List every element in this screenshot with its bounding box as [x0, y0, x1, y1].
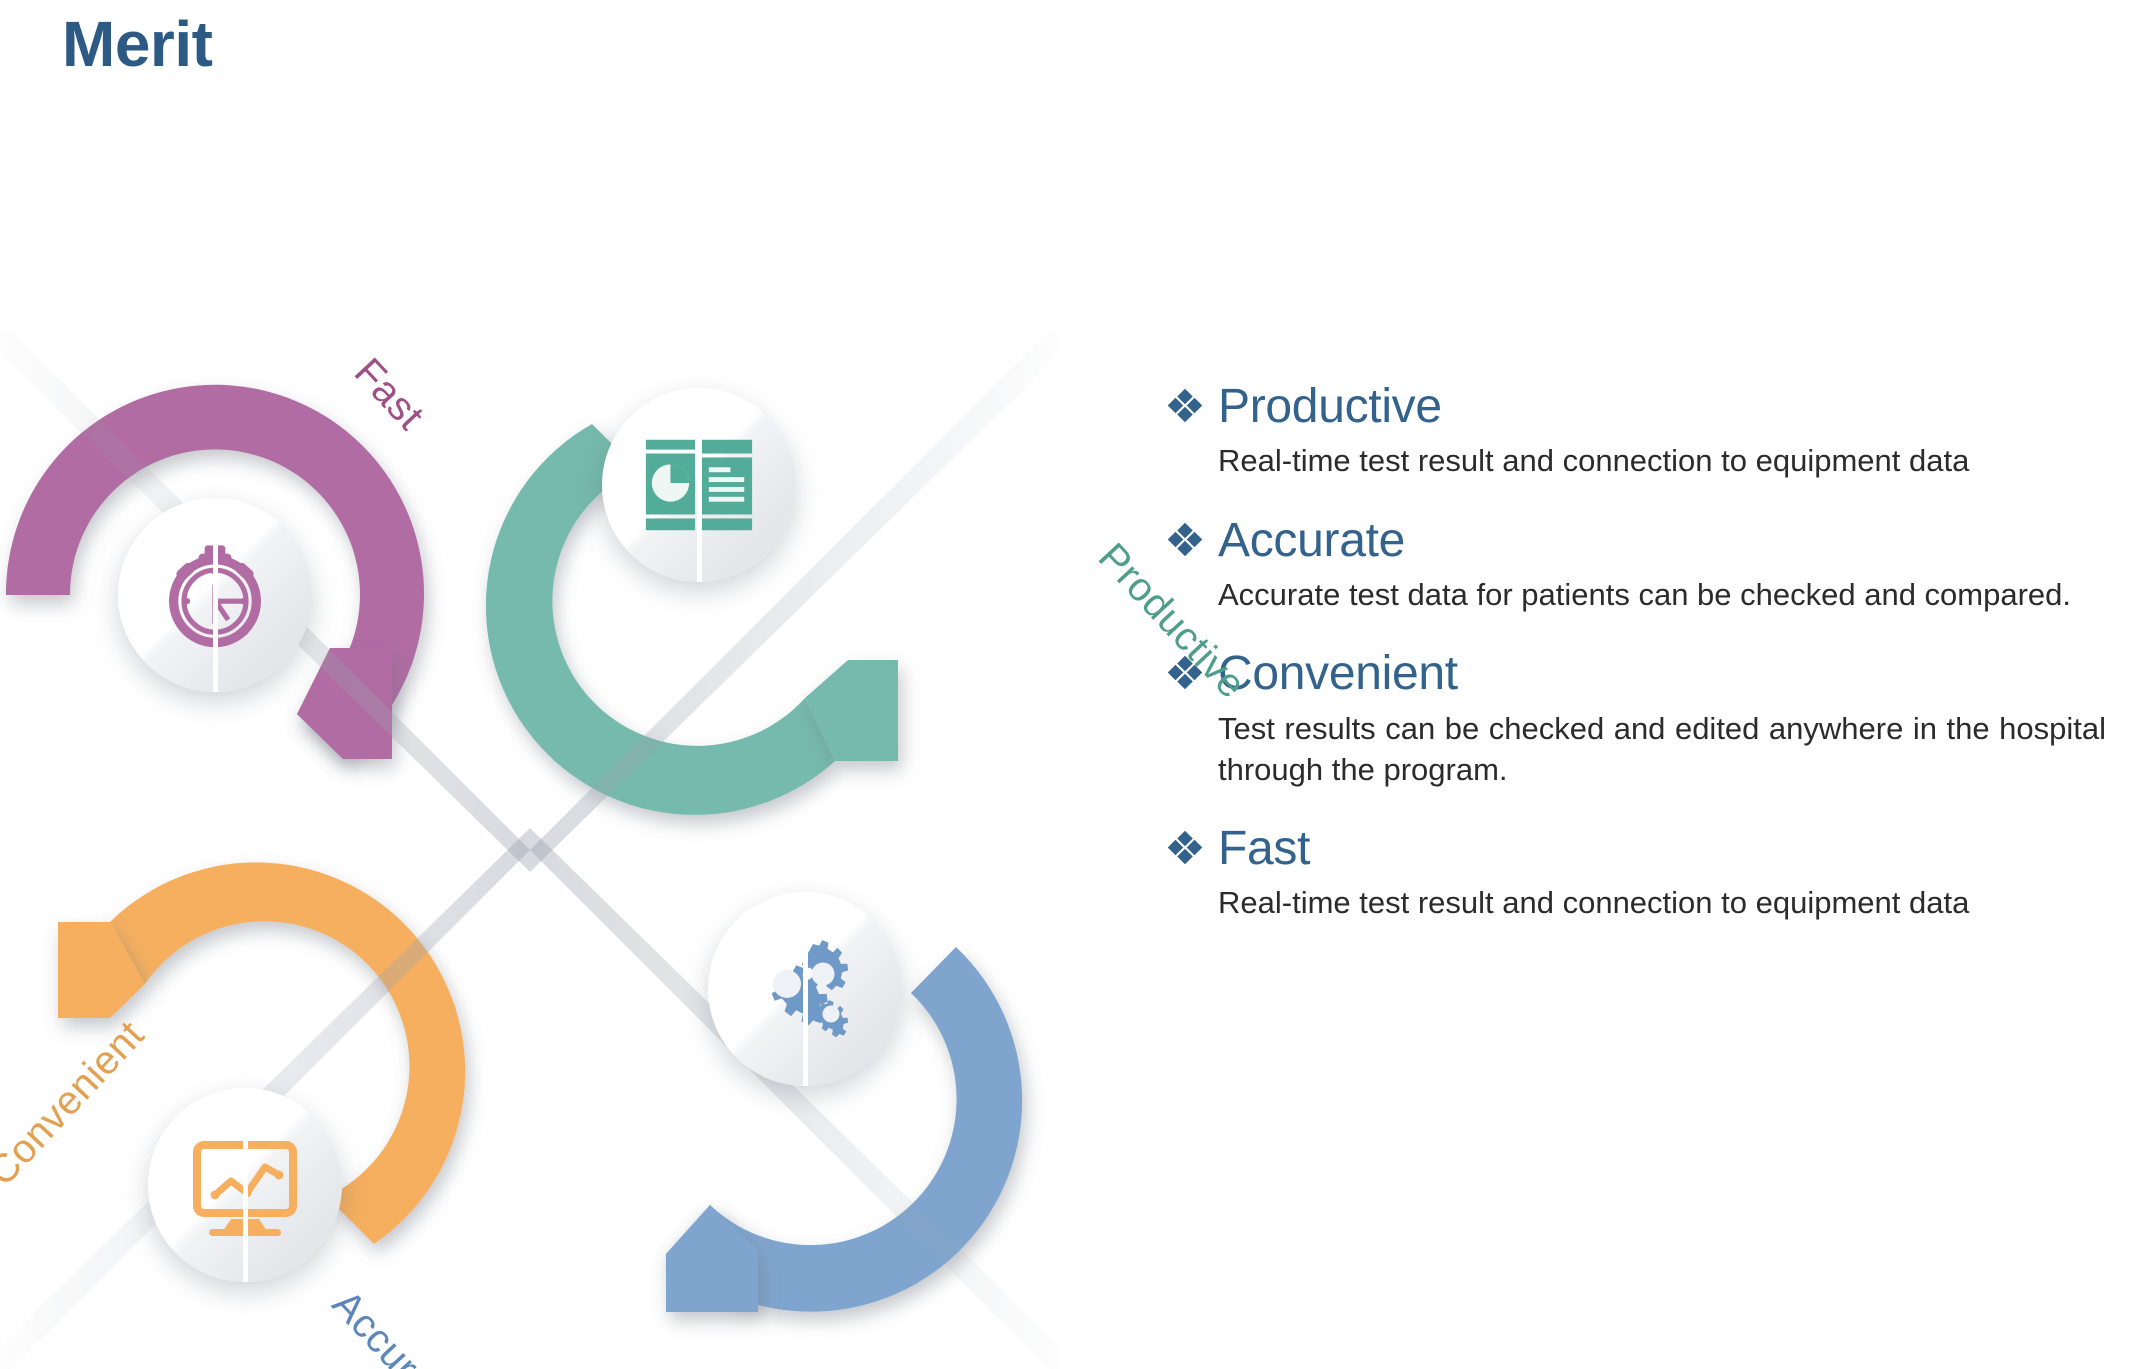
report-presentation-icon	[645, 439, 753, 531]
merit-title: Accurate	[1218, 513, 1406, 567]
four-diamond-bullet-icon	[1168, 388, 1202, 423]
merit-quadrant-diagram: Fast	[0, 330, 1254, 1369]
productive-icon-disc[interactable]	[602, 388, 796, 582]
merit-item-fast[interactable]: Fast Real-time test result and connectio…	[1168, 822, 2108, 924]
quadrant-fast[interactable]: Fast	[0, 330, 530, 850]
merit-heading-row: Accurate	[1168, 513, 2108, 567]
quadrant-accurate[interactable]: Accurate	[324, 850, 1060, 1369]
merit-item-convenient[interactable]: Convenient Test results can be checked a…	[1168, 647, 2108, 790]
accurate-icon-disc[interactable]	[708, 892, 902, 1086]
merit-heading-row: Fast	[1168, 822, 2108, 876]
merit-description: Real-time test result and connection to …	[1218, 885, 1970, 921]
quadrant-convenient[interactable]: Convenient	[0, 850, 530, 1369]
four-diamond-bullet-icon	[1168, 830, 1202, 865]
productive-arc	[485, 424, 898, 815]
merit-list: Productive Real-time test result and con…	[1168, 380, 2108, 924]
merit-title: Convenient	[1218, 647, 1458, 701]
merit-description: Test results can be checked and edited a…	[1218, 710, 2106, 787]
merit-item-accurate[interactable]: Accurate Accurate test data for patients…	[1168, 513, 2108, 616]
page-title: Merit	[62, 8, 213, 80]
merit-description: Accurate test data for patients can be c…	[1218, 577, 2072, 612]
quadrant-productive[interactable]: Productive	[485, 330, 1254, 850]
gears-icon	[771, 940, 849, 1038]
four-diamond-bullet-icon	[1168, 656, 1202, 690]
fast-icon-disc[interactable]	[118, 498, 312, 692]
monitor-chart-icon	[193, 1141, 297, 1236]
convenient-icon-disc[interactable]	[148, 1088, 342, 1282]
merit-title: Fast	[1218, 822, 1311, 876]
merit-heading-row: Convenient	[1168, 647, 2108, 701]
four-diamond-bullet-icon	[1168, 522, 1202, 557]
stopwatch-icon	[169, 545, 261, 648]
merit-heading-row: Productive	[1168, 380, 2108, 433]
merit-title: Productive	[1218, 380, 1442, 433]
merit-description: Real-time test result and connection to …	[1218, 443, 1970, 479]
merit-item-productive[interactable]: Productive Real-time test result and con…	[1168, 380, 2108, 482]
